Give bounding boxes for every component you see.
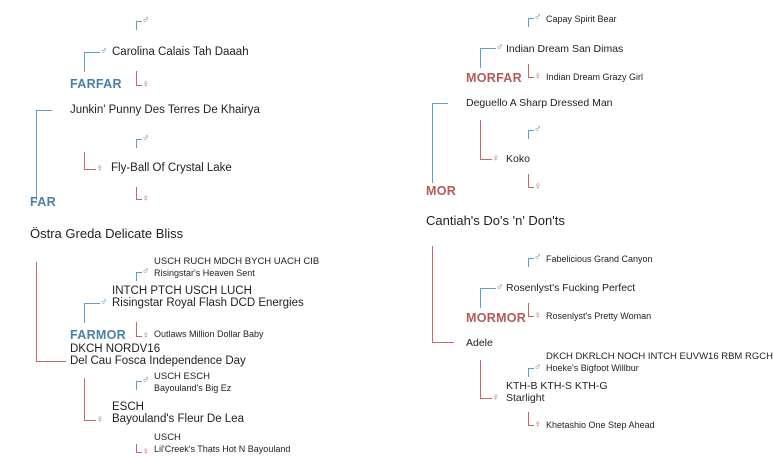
female-icon: ♀ [492,153,500,164]
far-name[interactable]: Junkin' Punny Des Terres De Khairya [70,104,260,116]
mor-label: MOR [426,184,457,198]
mm-name[interactable]: Starlight [506,392,545,404]
female-icon: ♀ [142,446,150,457]
morfar-sire-name[interactable]: Capay Spirit Bear [546,14,617,24]
mormor-dam-name[interactable]: Rosenlyst's Pretty Woman [546,311,652,321]
morfar-label: MORFAR [466,71,522,85]
mormor-title: ESCH [112,401,144,413]
far-name[interactable]: Deguello A Sharp Dressed Man [466,97,613,109]
male-icon: ♂ [100,46,108,57]
male-icon: ♂ [100,297,108,308]
morfar-name[interactable]: Indian Dream San Dimas [506,43,624,55]
mormor-name[interactable]: Bayouland's Fleur De Lea [112,413,244,425]
farmor-label: FARMOR [70,328,126,342]
mm-title: KTH-B KTH-S KTH-G [506,380,608,392]
mormor-sire-name[interactable]: Fabelicious Grand Canyon [546,254,653,264]
morfar-title: INTCH PTCH USCH LUCH [112,285,252,297]
right-root-name[interactable]: Cantiah's Do's 'n' Don'ts [426,213,565,228]
female-icon: ♀ [534,419,542,430]
male-icon: ♂ [534,252,542,263]
female-icon: ♀ [534,71,542,82]
morfar-sire-name[interactable]: Risingstar's Heaven Sent [154,268,255,278]
morfar-name[interactable]: Risingstar Royal Flash DCD Energies [112,297,304,309]
mormor-morfar-name[interactable]: Rosenlyst's Fucking Perfect [506,282,636,294]
female-icon: ♀ [492,392,500,403]
female-icon: ♀ [142,193,150,204]
male-icon: ♂ [534,362,542,373]
mormor-dam-title: USCH [154,432,181,443]
mormor-sire-title: USCH ESCH [154,371,210,382]
mm-dam-name[interactable]: Khetashio One Step Ahead [546,420,655,430]
farmor-name[interactable]: Fly-Ball Of Crystal Lake [111,162,232,174]
morfar-dam-name[interactable]: Indian Dream Grazy Girl [546,72,644,82]
mormor-label: MORMOR [466,311,527,325]
male-icon: ♂ [534,124,542,135]
male-icon: ♂ [142,133,150,144]
mor-name[interactable]: Adele [466,337,493,349]
mor-title: DKCH NORDV16 [70,343,161,355]
male-icon: ♂ [534,12,542,23]
male-icon: ♂ [142,15,150,26]
mormor-name[interactable]: Koko [506,153,530,165]
morfar-sire-title: USCH RUCH MDCH BYCH UACH CIB [154,256,320,267]
far-label: FAR [30,195,56,209]
female-icon: ♀ [96,163,104,174]
male-icon: ♂ [142,266,150,277]
female-icon: ♀ [142,79,150,90]
morfar-dam-name[interactable]: Outlaws Million Dollar Baby [154,329,264,339]
female-icon: ♀ [96,414,104,425]
female-icon: ♀ [534,181,542,192]
farfar-name[interactable]: Carolina Calais Tah Daaah [112,46,249,58]
left-root-name[interactable]: Östra Greda Delicate Bliss [30,226,184,241]
male-icon: ♂ [496,42,504,53]
farfar-label: FARFAR [70,77,122,91]
mor-name[interactable]: Del Cau Fosca Independence Day [70,355,246,367]
male-icon: ♂ [142,375,150,386]
mormor-dam-name[interactable]: Lil'Creek's Thats Hot N Bayouland [154,444,291,454]
female-icon: ♀ [534,310,542,321]
male-icon: ♂ [496,282,504,293]
mm-sire-name[interactable]: Hoeke's Bigfoot Willbur [546,363,639,373]
mm-sire-title: DKCH DKRLCH NOCH INTCH EUVW16 RBM RGCH [546,351,773,362]
female-icon: ♀ [142,330,150,341]
mormor-sire-name[interactable]: Bayouland's Big Ez [154,383,232,393]
